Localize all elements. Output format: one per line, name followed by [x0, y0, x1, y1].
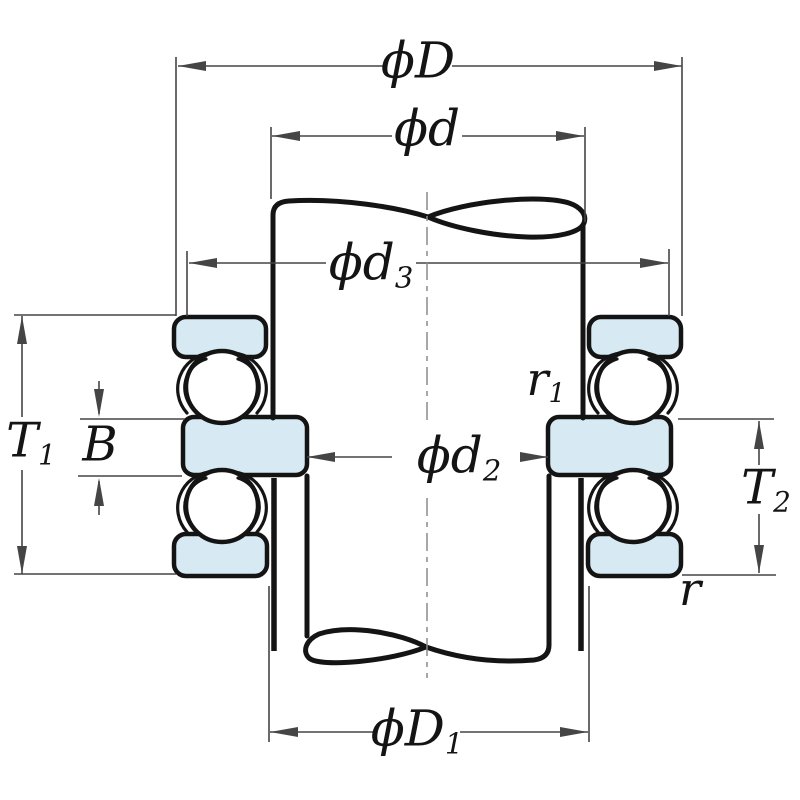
arrowhead-left [178, 61, 206, 71]
label-r: r [679, 561, 701, 616]
arrowhead-right [654, 61, 682, 71]
dimension-phi-d [270, 127, 586, 222]
cage-lower-left [176, 470, 268, 534]
arrowhead-left [307, 452, 335, 462]
label-B: B [82, 416, 118, 473]
cage-upper-right [587, 351, 679, 415]
arrowhead-left [189, 258, 217, 268]
dimension-T1 [14, 314, 176, 575]
shaft [270, 196, 588, 666]
dimension-phi-D [175, 57, 683, 316]
label-T2: T2 [741, 459, 791, 519]
arrowhead-down [94, 389, 104, 417]
bearing-washers [171, 314, 684, 579]
center-shaft-washer-right [545, 414, 674, 478]
ball-cages [176, 351, 679, 534]
arrowhead-down [754, 545, 764, 573]
arrowhead-up [17, 316, 27, 344]
arrowhead-right [560, 727, 588, 737]
shaft-lower-right-edge-and-break [303, 473, 552, 666]
arrowhead-left [272, 131, 300, 141]
dimension-B [78, 381, 185, 515]
label-phi-d2: ϕd2 [416, 426, 502, 488]
dimension-phi-D1 [268, 586, 590, 742]
cage-lower-right [587, 470, 679, 534]
dimension-T2 [678, 418, 776, 576]
arrowhead-right [520, 452, 548, 462]
center-shaft-washer-left [180, 414, 310, 478]
dimension-phi-d3 [186, 249, 670, 316]
label-phi-d3: ϕd3 [328, 233, 414, 295]
arrowhead-down [17, 546, 27, 574]
arrowhead-right [556, 131, 584, 141]
dimension-phi-d2 [307, 452, 548, 462]
label-phi-d: ϕd [393, 99, 461, 158]
label-T1: T1 [6, 412, 56, 472]
arrowhead-up [754, 421, 764, 449]
arrowhead-right [640, 258, 668, 268]
shaft-upper-left-edge-and-break [270, 196, 588, 421]
label-phi-D1: ϕD1 [370, 699, 464, 761]
arrowhead-left [270, 727, 298, 737]
cage-upper-left [176, 351, 268, 415]
arrowhead-up [94, 478, 104, 506]
label-phi-D: ϕD [380, 31, 456, 90]
label-r1: r1 [526, 351, 566, 410]
